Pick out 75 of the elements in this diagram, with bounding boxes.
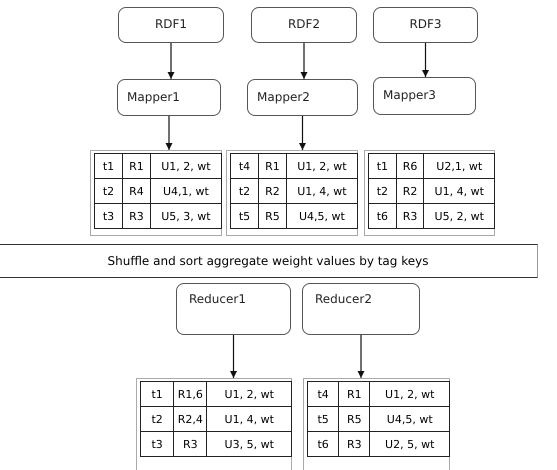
table-cell: t4: [308, 382, 339, 406]
table-frame: [136, 378, 292, 470]
table-cell: U4,5, wt: [370, 406, 450, 432]
table-cell: t6: [368, 204, 396, 228]
table-frame: [303, 378, 450, 470]
table-cell: t2: [140, 406, 174, 432]
table-cell: R3: [396, 204, 424, 228]
table-cell: R2: [396, 178, 424, 204]
table-cell: t5: [230, 204, 258, 228]
process-box: [117, 79, 221, 116]
node-label: Mapper1: [127, 90, 180, 104]
table-cell: U1, 4, wt: [424, 178, 494, 204]
table-cell: U5, 2, wt: [424, 204, 494, 228]
table-cell: t1: [94, 154, 122, 178]
process-box: [118, 7, 224, 43]
table-cell: U1, 2, wt: [206, 382, 292, 406]
table-cell: t5: [308, 406, 339, 432]
arrow: [299, 116, 306, 150]
node-label: Mapper2: [257, 90, 310, 104]
node-label: Reducer1: [189, 292, 246, 306]
table-cell: R2,4: [174, 406, 207, 432]
table-cell: t2: [94, 178, 122, 204]
table-cell: U1, 2, wt: [150, 154, 222, 178]
table-cell: t6: [308, 432, 339, 456]
table-cell: R1: [122, 154, 150, 178]
table-cell: R1,6: [174, 382, 207, 406]
table-cell: R5: [338, 406, 370, 432]
table-cell: t2: [230, 178, 258, 204]
arrow: [168, 43, 174, 79]
table-cell: U1, 2, wt: [370, 382, 450, 406]
table-cell: U1, 4, wt: [206, 406, 292, 432]
table-cell: R1: [258, 154, 286, 178]
table-cell: t3: [94, 204, 122, 228]
arrow: [358, 335, 364, 378]
arrow: [300, 43, 308, 79]
table-cell: R3: [338, 432, 370, 456]
table-cell: U4,1, wt: [150, 178, 222, 204]
node-label: Shuffle and sort aggregate weight values by tag keys: [108, 254, 428, 268]
process-box: [247, 79, 358, 116]
process-box: [302, 283, 420, 335]
table-cell: U4,5, wt: [286, 204, 358, 228]
node-label: RDF3: [408, 17, 443, 31]
table-cell: R5: [258, 204, 286, 228]
table-cell: U3, 5, wt: [206, 432, 292, 456]
table-cell: R6: [396, 154, 424, 178]
table-cell: R1: [338, 382, 370, 406]
node-label: Mapper3: [383, 88, 436, 102]
table-cell: U5, 3, wt: [150, 204, 222, 228]
table-cell: t1: [368, 154, 396, 178]
arrow: [230, 335, 237, 378]
process-box: [373, 7, 478, 43]
table-frame: [226, 150, 358, 236]
table-cell: U2, 5, wt: [370, 432, 450, 456]
process-box: [251, 7, 357, 43]
process-box: [373, 77, 476, 115]
table-frame: [364, 150, 495, 236]
table-frame: [90, 150, 222, 236]
table-cell: R4: [122, 178, 150, 204]
table-cell: t3: [140, 432, 174, 456]
node-label: RDF1: [154, 17, 188, 31]
process-band: [0, 244, 538, 278]
table-cell: R2: [258, 178, 286, 204]
table-cell: R3: [122, 204, 150, 228]
arrow: [422, 43, 429, 77]
table-cell: U1, 4, wt: [286, 178, 358, 204]
process-box: [176, 283, 291, 335]
table-cell: t2: [368, 178, 396, 204]
table-cell: R3: [174, 432, 207, 456]
node-label: Reducer2: [315, 292, 372, 306]
arrow: [166, 116, 172, 150]
table-cell: U1, 2, wt: [286, 154, 358, 178]
table-cell: t4: [230, 154, 258, 178]
node-label: RDF2: [286, 17, 322, 31]
table-cell: U2,1, wt: [424, 154, 494, 178]
table-cell: t1: [140, 382, 174, 406]
